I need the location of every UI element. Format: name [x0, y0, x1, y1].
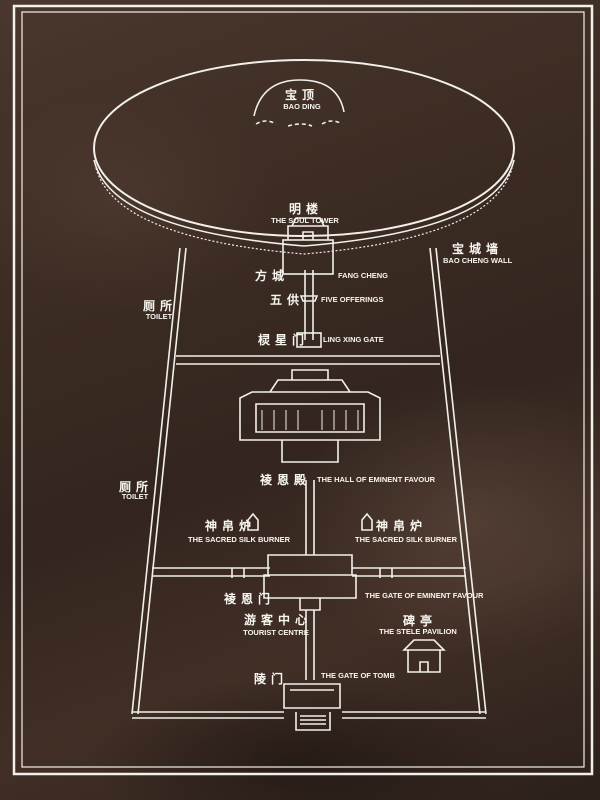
silk-burner-right-cn: 神帛炉 — [376, 519, 428, 533]
ling-xing-gate-cn: 棂星门 — [258, 333, 310, 347]
toilet-mid-en: TOILET — [121, 492, 149, 501]
silk-burner-right-icon — [361, 512, 373, 531]
gate-of-tomb — [283, 683, 341, 731]
bao-cheng-wall-en: BAO CHENG WALL — [443, 256, 513, 265]
stele-pavilion — [402, 639, 446, 673]
side-gates — [231, 568, 393, 578]
right-wall — [429, 247, 487, 715]
gate-eminent-favour-en: THE GATE OF EMINENT FAVOUR — [365, 591, 484, 600]
bao-ding-en: BAO DING — [283, 102, 321, 111]
silk-burner-left-cn: 神帛炉 — [205, 519, 257, 533]
silk-burner-left-en: THE SACRED SILK BURNER — [188, 535, 291, 544]
toilet-top-en: TOILET — [145, 312, 173, 321]
bao-cheng-wall-cn: 宝城墙 — [452, 242, 504, 256]
tourist-centre-en: TOURIST CENTRE — [243, 628, 309, 637]
bao-ding-mound — [253, 79, 345, 117]
soul-tower-cn: 明楼 — [288, 202, 324, 216]
five-offerings-en: FIVE OFFERINGS — [321, 295, 384, 304]
fang-cheng — [282, 239, 334, 275]
hall-eminent-favour — [239, 391, 381, 463]
gate-eminent-favour-cn: 祾恩门 — [224, 592, 276, 606]
fang-cheng-en: FANG CHENG — [338, 271, 389, 280]
soul-tower-en: THE SOUL TOWER — [271, 216, 339, 225]
ling-xing-gate — [296, 332, 322, 348]
ling-xing-gate-en: LING XING GATE — [323, 335, 384, 344]
inner-frame — [21, 11, 585, 768]
bao-cheng-crenel — [95, 167, 513, 255]
fang-cheng-cn: 方城 — [255, 269, 290, 283]
cross-wall-lower — [152, 567, 466, 577]
tourist-centre-cn: 游客中心 — [243, 613, 313, 627]
gate-of-tomb-en: THE GATE OF TOMB — [321, 671, 395, 680]
five-offerings — [299, 295, 319, 302]
hall-en: THE HALL OF EMINENT FAVOUR — [317, 475, 436, 484]
hall-roof — [269, 369, 351, 393]
bao-ding-dashes — [255, 120, 343, 127]
toilet-mid-cn: 厕所 — [118, 480, 154, 494]
bao-ding-cn: 宝顶 — [284, 88, 320, 102]
outer-frame — [12, 4, 594, 776]
stele-pavilion-cn: 碑亭 — [402, 614, 438, 628]
left-wall — [131, 247, 187, 715]
gate-of-tomb-cn: 陵门 — [254, 672, 289, 686]
silk-burner-right-en: THE SACRED SILK BURNER — [355, 535, 458, 544]
front-wall — [132, 711, 486, 719]
central-path — [304, 270, 315, 680]
bao-cheng-rim — [93, 159, 515, 247]
hall-cn: 祾恩殿 — [260, 473, 312, 487]
stele-pavilion-en: THE STELE PAVILION — [379, 627, 457, 636]
hall-columns — [261, 410, 359, 430]
silk-burner-left-icon — [247, 512, 259, 531]
toilet-top-cn: 厕所 — [142, 299, 178, 313]
soul-tower — [287, 217, 329, 240]
bao-cheng-ellipse — [93, 59, 515, 237]
five-offerings-cn: 五供 — [270, 293, 305, 307]
gate-eminent-favour — [263, 554, 357, 611]
cross-wall-upper — [176, 355, 440, 365]
